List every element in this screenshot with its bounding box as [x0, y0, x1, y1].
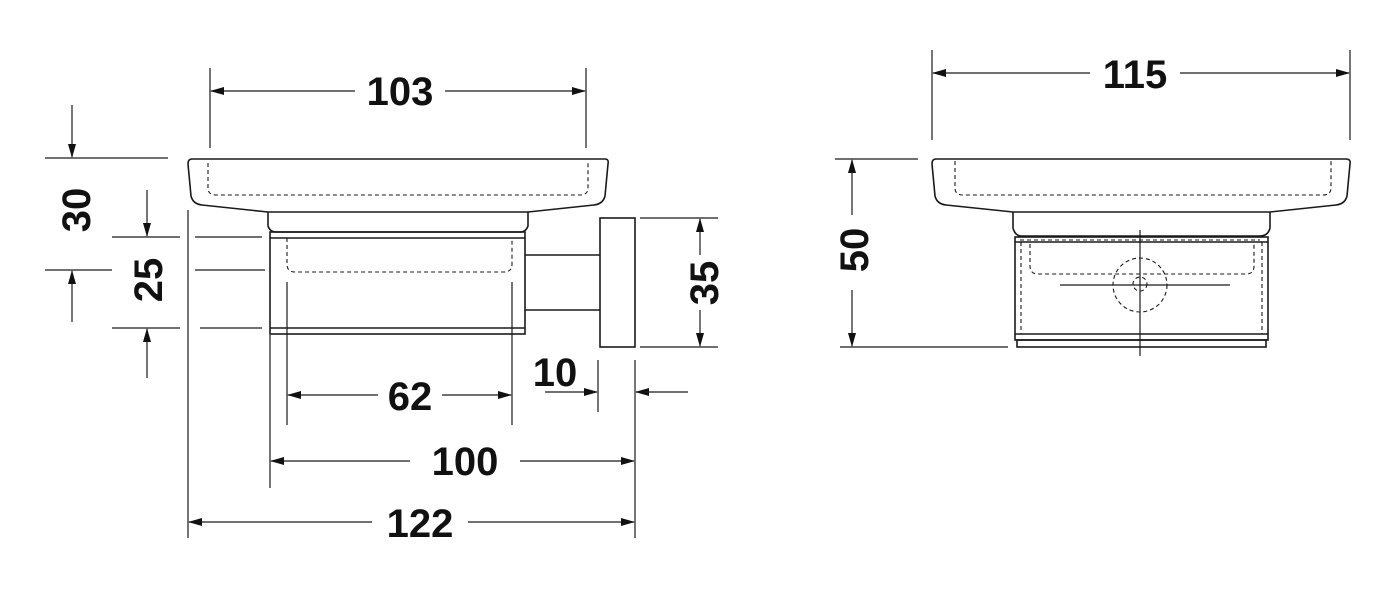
dimension-115: 115 [931, 50, 1351, 140]
dimension-122: 122 [187, 210, 635, 546]
dim-label-122: 122 [387, 502, 454, 546]
dim-label-10: 10 [533, 351, 578, 395]
dimension-62: 62 [287, 375, 512, 419]
dim-label-50: 50 [833, 228, 877, 273]
dimension-50: 50 [833, 158, 1008, 348]
wall-arm [525, 254, 600, 311]
soap-tray-front [931, 158, 1351, 213]
dim-label-35: 35 [683, 261, 727, 306]
mounting-screw-centerline [1060, 230, 1230, 356]
dim-label-115: 115 [1103, 53, 1168, 97]
front-view: 115 50 [833, 50, 1351, 356]
dimension-25: 25 [112, 190, 262, 378]
dimension-35: 35 [640, 217, 727, 348]
soap-tray-side [187, 158, 609, 213]
dim-label-100: 100 [432, 440, 499, 484]
dimension-100: 100 [269, 335, 635, 488]
dimension-103: 103 [209, 68, 587, 148]
dim-label-25: 25 [127, 258, 171, 303]
holder-body-front [1012, 212, 1271, 348]
dim-label-62: 62 [388, 375, 433, 419]
dim-label-103: 103 [367, 70, 434, 114]
dimension-30: 30 [45, 105, 265, 322]
dim-label-30: 30 [55, 188, 99, 233]
wall-plate [599, 217, 636, 348]
holder-body-side [267, 212, 529, 425]
dimension-10: 10 [533, 351, 688, 538]
side-view: 103 30 25 35 [45, 68, 727, 546]
